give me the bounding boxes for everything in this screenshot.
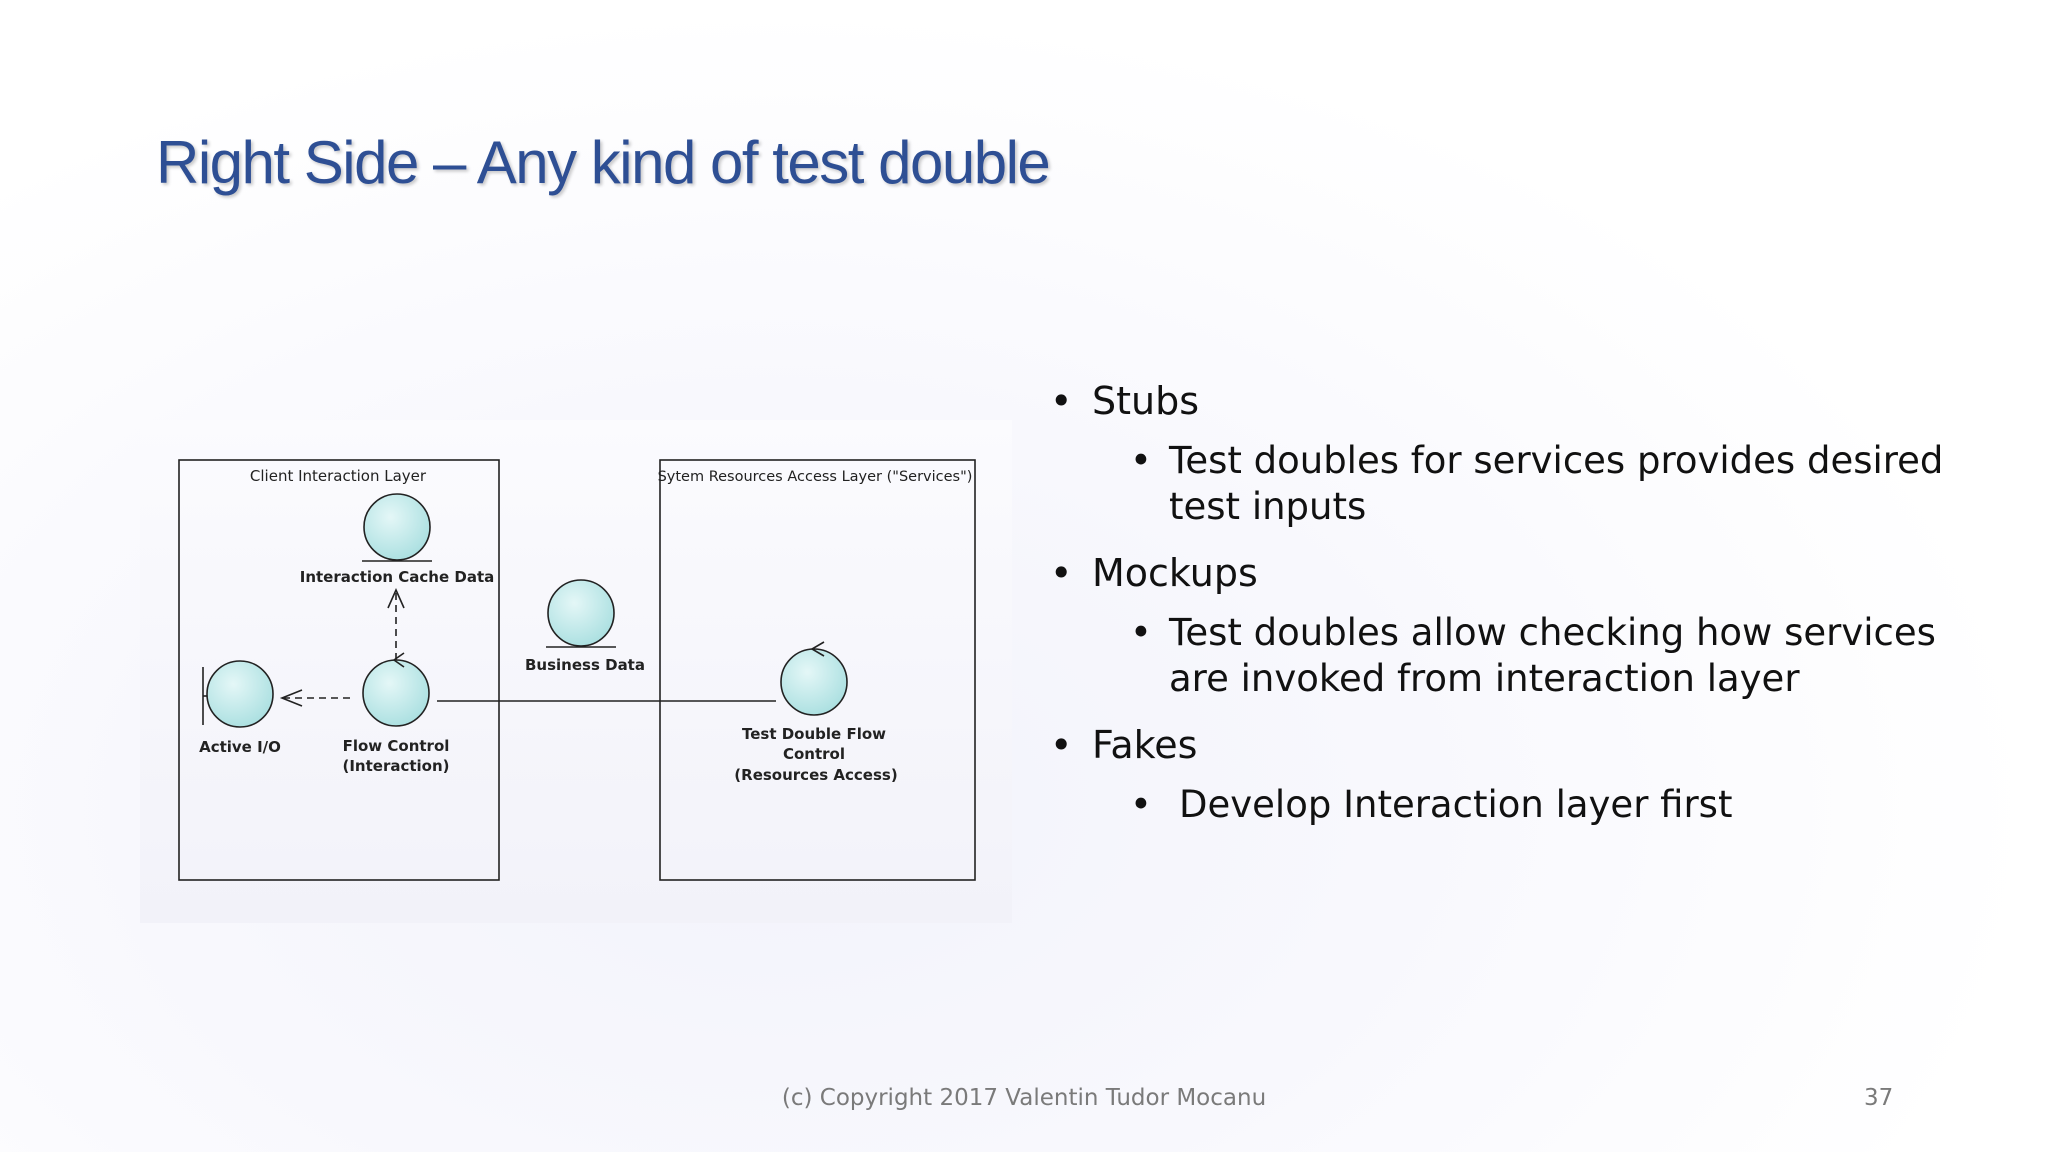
system-resources-layer-box xyxy=(659,459,976,881)
client-interaction-layer-box xyxy=(178,459,500,881)
interaction-cache-label: Interaction Cache Data xyxy=(300,568,495,586)
bullet-fakes: Fakes xyxy=(1050,722,1970,768)
flow-control-label-1: Flow Control xyxy=(343,737,450,755)
bullet-list: Stubs Test doubles for services provides… xyxy=(1050,378,1970,848)
active-io-arrow-head xyxy=(279,689,303,707)
sub-bullet-stubs: Test doubles for services provides desir… xyxy=(1050,438,1949,530)
robustness-diagram: Client Interaction Layer Sytem Resources… xyxy=(140,420,1012,923)
test-double-control-node xyxy=(780,648,848,716)
copyright-footer: (c) Copyright 2017 Valentin Tudor Mocanu xyxy=(781,1085,1267,1111)
bullet-stubs: Stubs xyxy=(1050,378,1970,424)
active-io-label: Active I/O xyxy=(199,738,281,756)
bullet-mockups: Mockups xyxy=(1050,550,1970,596)
cache-arrow-head xyxy=(387,588,405,609)
system-layer-label: Sytem Resources Access Layer ("Services"… xyxy=(658,469,973,485)
page-number: 37 xyxy=(1864,1085,1894,1111)
client-layer-label: Client Interaction Layer xyxy=(250,467,427,485)
sub-bullet-mockups: Test doubles allow checking how services… xyxy=(1050,610,1949,702)
sub-bullet-fakes: Develop Interaction layer first xyxy=(1050,782,1959,828)
test-double-label-2: Control xyxy=(783,745,845,763)
diagram-canvas: Client Interaction Layer Sytem Resources… xyxy=(178,459,976,881)
slide-title: Right Side – Any kind of test double xyxy=(156,129,1051,196)
flow-control-node xyxy=(362,659,430,727)
business-data-entity xyxy=(547,579,615,647)
test-double-label-1: Test Double Flow xyxy=(742,725,886,743)
test-double-arrow-icon xyxy=(810,641,825,657)
interaction-cache-entity xyxy=(363,493,431,561)
flow-control-label-2: (Interaction) xyxy=(342,757,449,775)
flow-control-arrow-icon xyxy=(392,652,405,668)
test-double-label-3: (Resources Access) xyxy=(734,766,897,784)
business-data-label: Business Data xyxy=(525,656,645,674)
active-io-boundary xyxy=(206,660,274,728)
